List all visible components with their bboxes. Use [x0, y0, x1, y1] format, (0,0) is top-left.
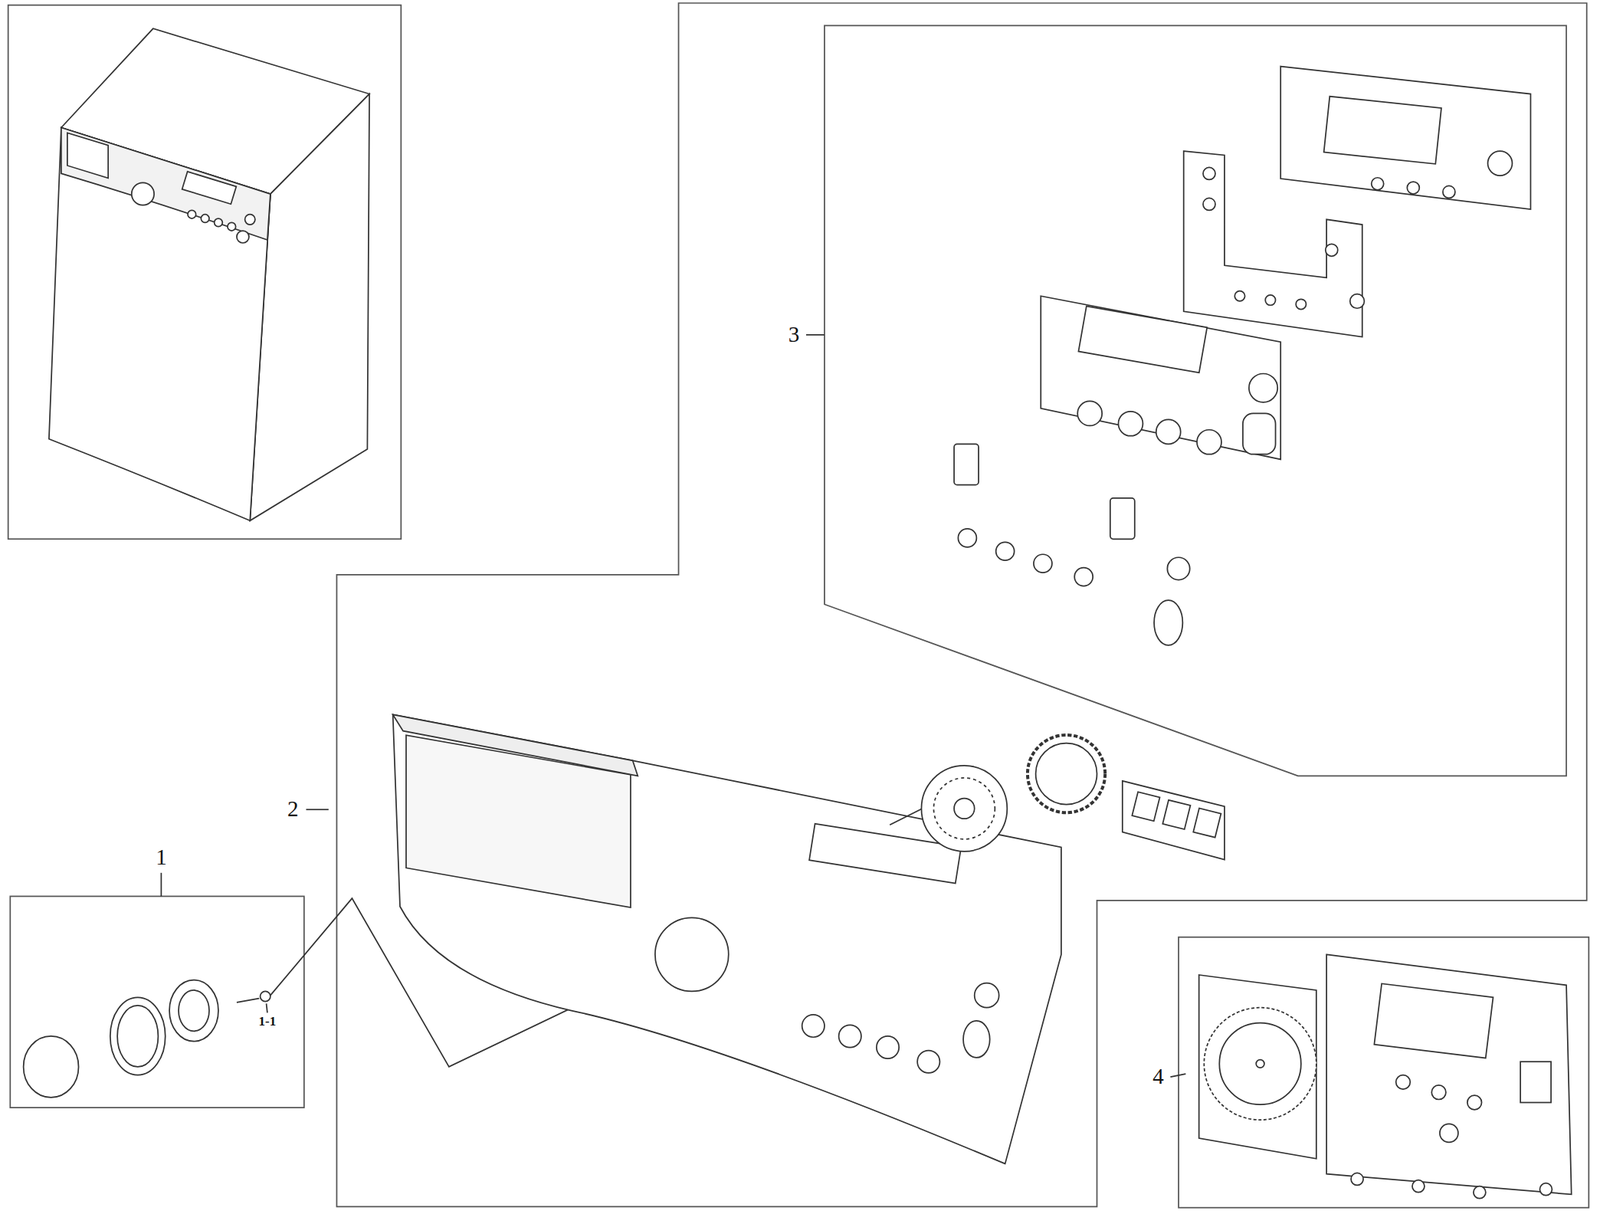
board-frame: [1178, 937, 1589, 1208]
dryer-cabinet: [49, 28, 370, 521]
leader-line: [1170, 1073, 1186, 1077]
knob-frame: [9, 895, 305, 1108]
panel-frame: [336, 3, 1587, 1207]
leader-line: [806, 334, 825, 336]
control-panel: [393, 714, 1062, 1164]
callout-number: 1-1: [257, 1013, 279, 1029]
callout-number: 1: [154, 845, 169, 869]
pcb-parts: [1199, 954, 1572, 1198]
leader-line: [266, 1003, 268, 1013]
knob-parts: [23, 980, 271, 1098]
callout-number: 3: [786, 322, 802, 347]
display-frame: [824, 25, 1567, 776]
leader-line: [305, 808, 328, 810]
callout-number: 2: [285, 796, 301, 821]
display-parts: [954, 66, 1531, 646]
overview-frame: [8, 5, 402, 540]
dial-parts: [921, 734, 1224, 860]
leader-line: [160, 872, 163, 897]
callout-number: 4: [1150, 1064, 1166, 1089]
